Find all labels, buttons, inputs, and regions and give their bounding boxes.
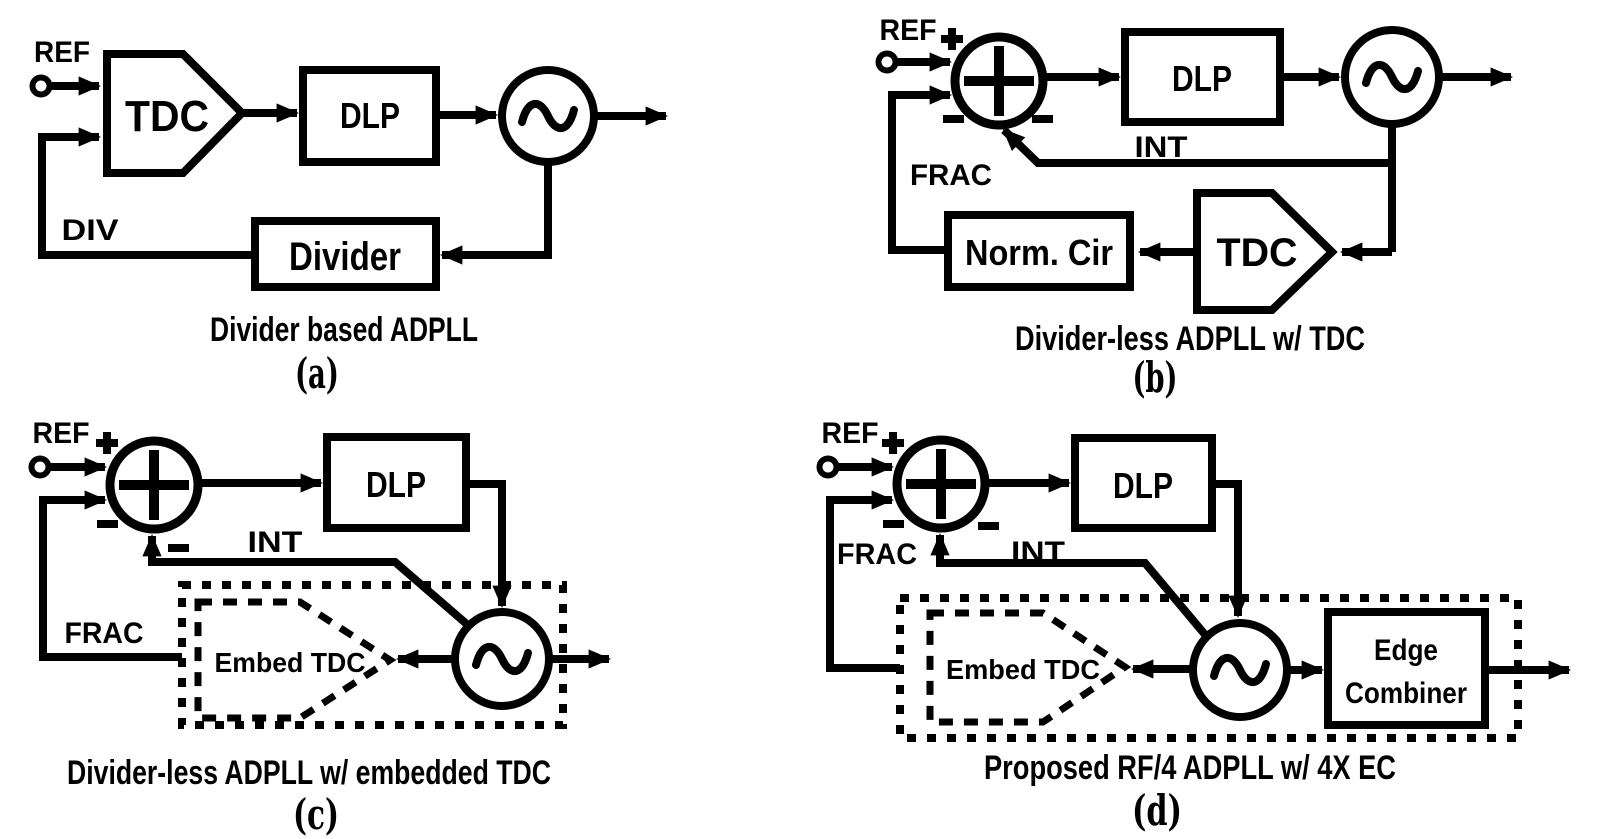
panel-c-caption: Divider-less ADPLL w/ embedded TDC [67, 754, 551, 792]
frac-label: FRAC [910, 159, 992, 192]
panel-b: REF FRAC DLP INT TDC Norm. Cir Divider-l… [875, 14, 1514, 402]
tdc-block [1193, 189, 1338, 314]
div-label: DIV [62, 214, 119, 247]
int-feedback-line [142, 533, 472, 630]
tdc-block-label: TDC [1217, 231, 1298, 275]
embed-tdc-label: Embed TDC [215, 647, 366, 678]
plus-sign-icon [96, 432, 118, 454]
frac-feedback-line [39, 490, 182, 661]
norm-cir-block [944, 211, 1134, 291]
dlp-block [1121, 28, 1284, 126]
panel-c: REF FRAC INT DLP Embed TDC Divider-less … [28, 417, 612, 839]
ref-label: REF [822, 417, 879, 450]
osc-to-divider-line [439, 162, 552, 265]
div-feedback-line [38, 127, 255, 259]
panel-a-letter: (a) [295, 349, 339, 398]
divider-block [251, 217, 440, 291]
int-label: INT [248, 526, 303, 559]
dlp-block [323, 433, 470, 532]
summer-plus-cross-icon [964, 46, 1034, 116]
panel-b-letter: (b) [1133, 353, 1178, 402]
dlp-block [1071, 434, 1216, 532]
dlp-block-label: DLP [1113, 465, 1173, 506]
sine-wave-icon [1362, 61, 1422, 93]
frac-label: FRAC [837, 538, 917, 571]
norm-cir-block-label: Norm. Cir [965, 232, 1113, 273]
tdc-block [103, 50, 248, 177]
divider-block-label: Divider [289, 235, 401, 279]
frac-label: FRAC [65, 617, 144, 650]
minus-sign-icon [883, 520, 904, 528]
minus-sign-icon [978, 522, 999, 530]
tdc-block-label: TDC [125, 92, 209, 141]
panel-a: REF DIV TDC DLP Divider Divider based AD… [29, 36, 669, 398]
panel-d-letter: (d) [1132, 786, 1182, 835]
frac-feedback-line [888, 85, 953, 254]
panel-c-letter: (c) [293, 790, 339, 839]
panel-b-caption: Divider-less ADPLL w/ TDC [1015, 320, 1365, 358]
minus-sign-icon [943, 115, 964, 123]
panel-d-caption: Proposed RF/4 ADPLL w/ 4X EC [984, 749, 1396, 787]
dlp-to-osc-line [1212, 480, 1248, 619]
dlp-block-label: DLP [1172, 58, 1232, 99]
ref-label: REF [880, 14, 937, 47]
summer-plus-cross-icon [119, 450, 189, 520]
int-label: INT [1011, 536, 1065, 569]
sine-wave-icon [518, 100, 578, 132]
frac-feedback-line [826, 490, 900, 672]
dlp-to-osc-line [466, 480, 512, 609]
plus-sign-icon [882, 432, 904, 454]
minus-sign-icon [1032, 115, 1053, 123]
embed-tdc-block [926, 609, 1132, 726]
ref-terminal-icon [875, 50, 899, 74]
ref-terminal-icon [816, 455, 840, 479]
int-feedback-line [1001, 127, 1392, 167]
dlp-block-label: DLP [366, 464, 426, 505]
dlp-block-label: DLP [340, 95, 400, 136]
int-feedback-line [930, 532, 1211, 640]
edge-combiner-label-line2: Combiner [1345, 677, 1467, 710]
ref-terminal-icon [29, 74, 53, 98]
minus-sign-icon [97, 520, 118, 528]
embed-tdc-label: Embed TDC [946, 654, 1100, 685]
dlp-block [299, 66, 440, 166]
ref-label: REF [33, 417, 90, 450]
panel-a-caption: Divider based ADPLL [210, 311, 478, 349]
sine-wave-icon [1210, 654, 1270, 686]
ref-label: REF [34, 36, 90, 69]
summer-plus-cross-icon [906, 449, 976, 519]
edge-combiner-label-line1: Edge [1374, 634, 1438, 667]
int-label: INT [1135, 131, 1188, 164]
panel-d: REF FRAC INT DLP Embed TDC Edge Combiner [816, 417, 1572, 835]
minus-sign-icon [168, 544, 189, 552]
ref-terminal-icon [28, 455, 52, 479]
embed-tdc-block [194, 598, 397, 722]
sine-wave-icon [472, 643, 532, 675]
plus-sign-icon [941, 28, 963, 50]
